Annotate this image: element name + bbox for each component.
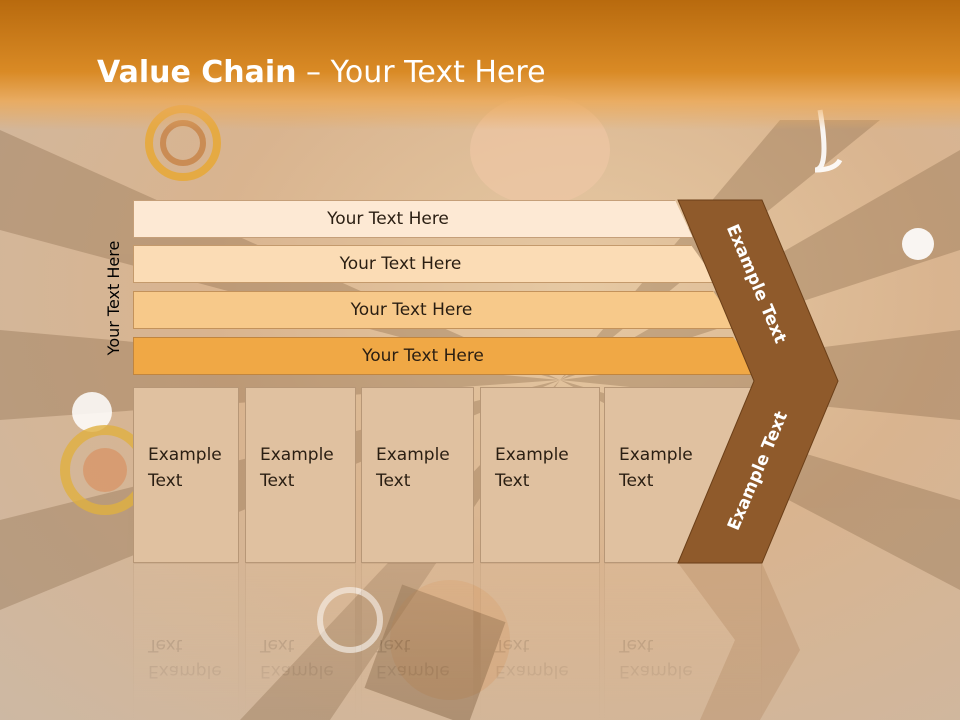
example-box-4: Example Text — [480, 387, 600, 563]
box-line1: Example — [619, 445, 693, 465]
box-line1: Example — [260, 445, 334, 465]
example-box-1: Example Text — [133, 387, 239, 563]
box-line2: Text — [376, 471, 411, 491]
row-label: Your Text Here — [339, 254, 462, 274]
example-box-3: Example Text — [361, 387, 474, 563]
value-chain-row-4: Your Text Here — [133, 337, 763, 375]
slide-title: Value Chain – Your Text Here — [97, 55, 546, 90]
box-line2: Text — [260, 471, 295, 491]
row-label: Your Text Here — [362, 346, 484, 366]
box-line1: Example — [148, 445, 222, 465]
title-band — [0, 0, 960, 130]
box-line1: Example — [495, 445, 569, 465]
value-chain-row-1: Your Text Here — [133, 200, 693, 238]
box-line2: Text — [495, 471, 530, 491]
box-line2: Text — [619, 471, 654, 491]
value-chain-row-2: Your Text Here — [133, 245, 718, 283]
side-label: Your Text Here — [104, 240, 123, 356]
example-box-2: Example Text — [245, 387, 356, 563]
row-label: Your Text Here — [327, 209, 449, 229]
title-bold: Value Chain — [97, 55, 297, 90]
box-line2: Text — [148, 471, 183, 491]
box-line1: Example — [376, 445, 450, 465]
row-label: Your Text Here — [350, 300, 473, 320]
value-chain-row-3: Your Text Here — [133, 291, 740, 329]
title-rest: – Your Text Here — [296, 55, 546, 90]
